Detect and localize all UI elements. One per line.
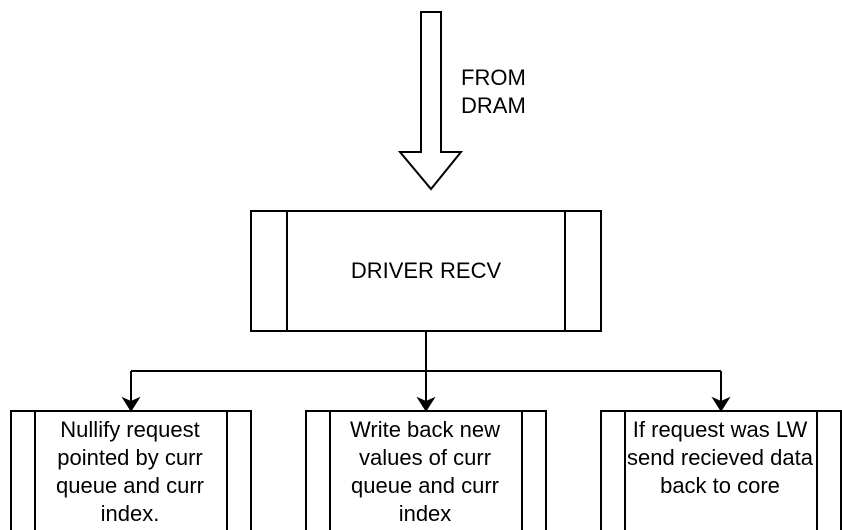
write-back-box[interactable]	[305, 410, 547, 530]
send-to-core-box[interactable]	[600, 410, 842, 530]
from-dram-label-line2: DRAM	[461, 93, 526, 118]
arrowhead-center	[416, 396, 436, 412]
arrowhead-right	[711, 396, 731, 412]
from-dram-label: FROM DRAM	[461, 64, 581, 120]
write-back-label: Write back new values of curr queue and …	[350, 417, 500, 526]
nullify-request-label: Nullify request pointed by curr queue an…	[56, 417, 204, 526]
send-to-core-label: If request was LW send recieved data bac…	[627, 417, 813, 498]
from-dram-arrow	[397, 11, 464, 191]
nullify-request-box[interactable]	[10, 410, 252, 530]
from-dram-label-line1: FROM	[461, 65, 526, 90]
connector-lines	[130, 331, 722, 401]
driver-recv-label: DRIVER RECV	[350, 258, 502, 283]
arrowhead-left	[121, 396, 141, 412]
